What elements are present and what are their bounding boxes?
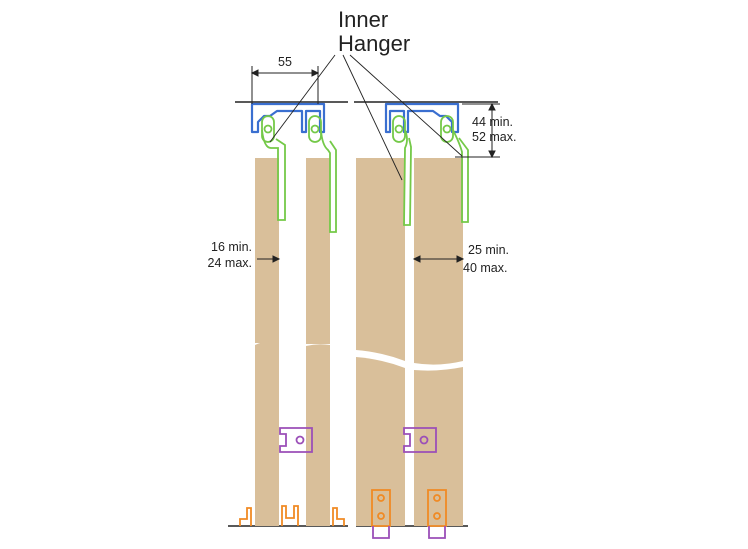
left-bottom-guides	[239, 505, 345, 526]
left-outer-door	[255, 158, 279, 526]
track-spacing-label: 55	[278, 55, 292, 69]
callout-leaders	[269, 54, 463, 181]
left-guide-bracket	[279, 427, 313, 453]
dimension-inner-gap	[257, 255, 281, 263]
callout-title-line2: Hanger	[338, 31, 410, 56]
door-thickness-min-label: 25 min.	[468, 243, 509, 257]
right-bottom-guides	[371, 489, 447, 527]
left-inner-hanger	[308, 115, 337, 233]
inner-gap-min-label: 16 min.	[211, 240, 252, 254]
right-inner-hanger	[440, 115, 469, 223]
dimension-track-height	[455, 102, 500, 159]
dimension-55	[250, 66, 320, 104]
floor-channels	[372, 526, 446, 539]
door-thickness-max-label: 40 max.	[463, 261, 507, 275]
right-inner-door	[414, 158, 463, 526]
left-outer-hanger	[261, 115, 286, 221]
right-guide-bracket	[403, 427, 437, 453]
right-track	[384, 102, 460, 134]
track-height-min-label: 44 min.	[472, 115, 513, 129]
callout-title-line1: Inner	[338, 7, 388, 32]
track-height-max-label: 52 max.	[472, 130, 516, 144]
left-inner-door	[306, 158, 330, 526]
right-outer-hanger	[392, 115, 412, 226]
dimension-door-thickness	[412, 255, 465, 263]
inner-gap-max-label: 24 max.	[208, 256, 252, 270]
right-outer-door	[356, 158, 405, 526]
